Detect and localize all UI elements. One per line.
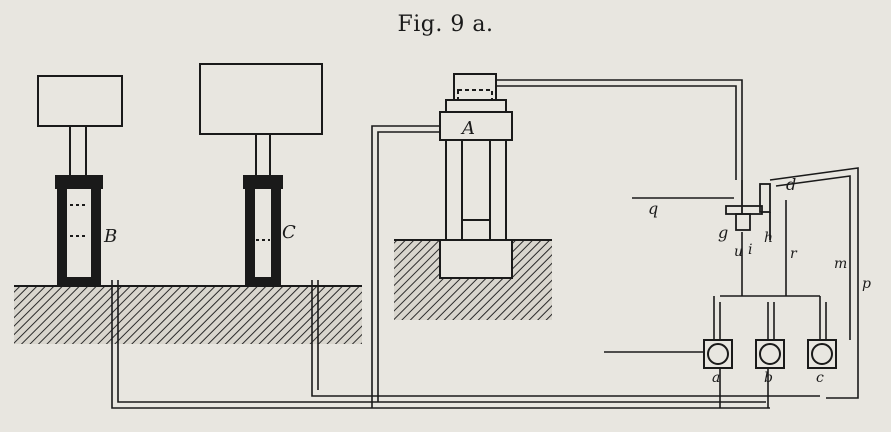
press-b [37, 75, 123, 287]
label-h: h [764, 230, 773, 246]
gauge-a [703, 339, 733, 369]
label-d: d [786, 175, 796, 194]
label-b-press: B [103, 226, 117, 247]
press-c [199, 63, 323, 287]
label-i: i [748, 242, 752, 258]
label-u: u [734, 244, 743, 260]
ground-left [14, 286, 362, 344]
pump-a [439, 73, 513, 279]
label-q: q [648, 199, 658, 218]
valve-assembly [725, 180, 771, 240]
pipes [111, 79, 859, 409]
gauge-c [807, 339, 837, 369]
label-r: r [790, 246, 798, 262]
label-p: p [862, 276, 871, 292]
label-a-pump: A [460, 118, 475, 139]
label-gauge-c: c [816, 370, 824, 386]
label-g: g [718, 223, 728, 242]
label-gauge-b: b [764, 370, 773, 386]
label-gauge-a: a [712, 370, 720, 386]
label-c-press: C [282, 222, 296, 243]
figure-title: Fig. 9 a. [397, 12, 494, 37]
gauge-b [755, 339, 785, 369]
label-m: m [834, 256, 847, 272]
